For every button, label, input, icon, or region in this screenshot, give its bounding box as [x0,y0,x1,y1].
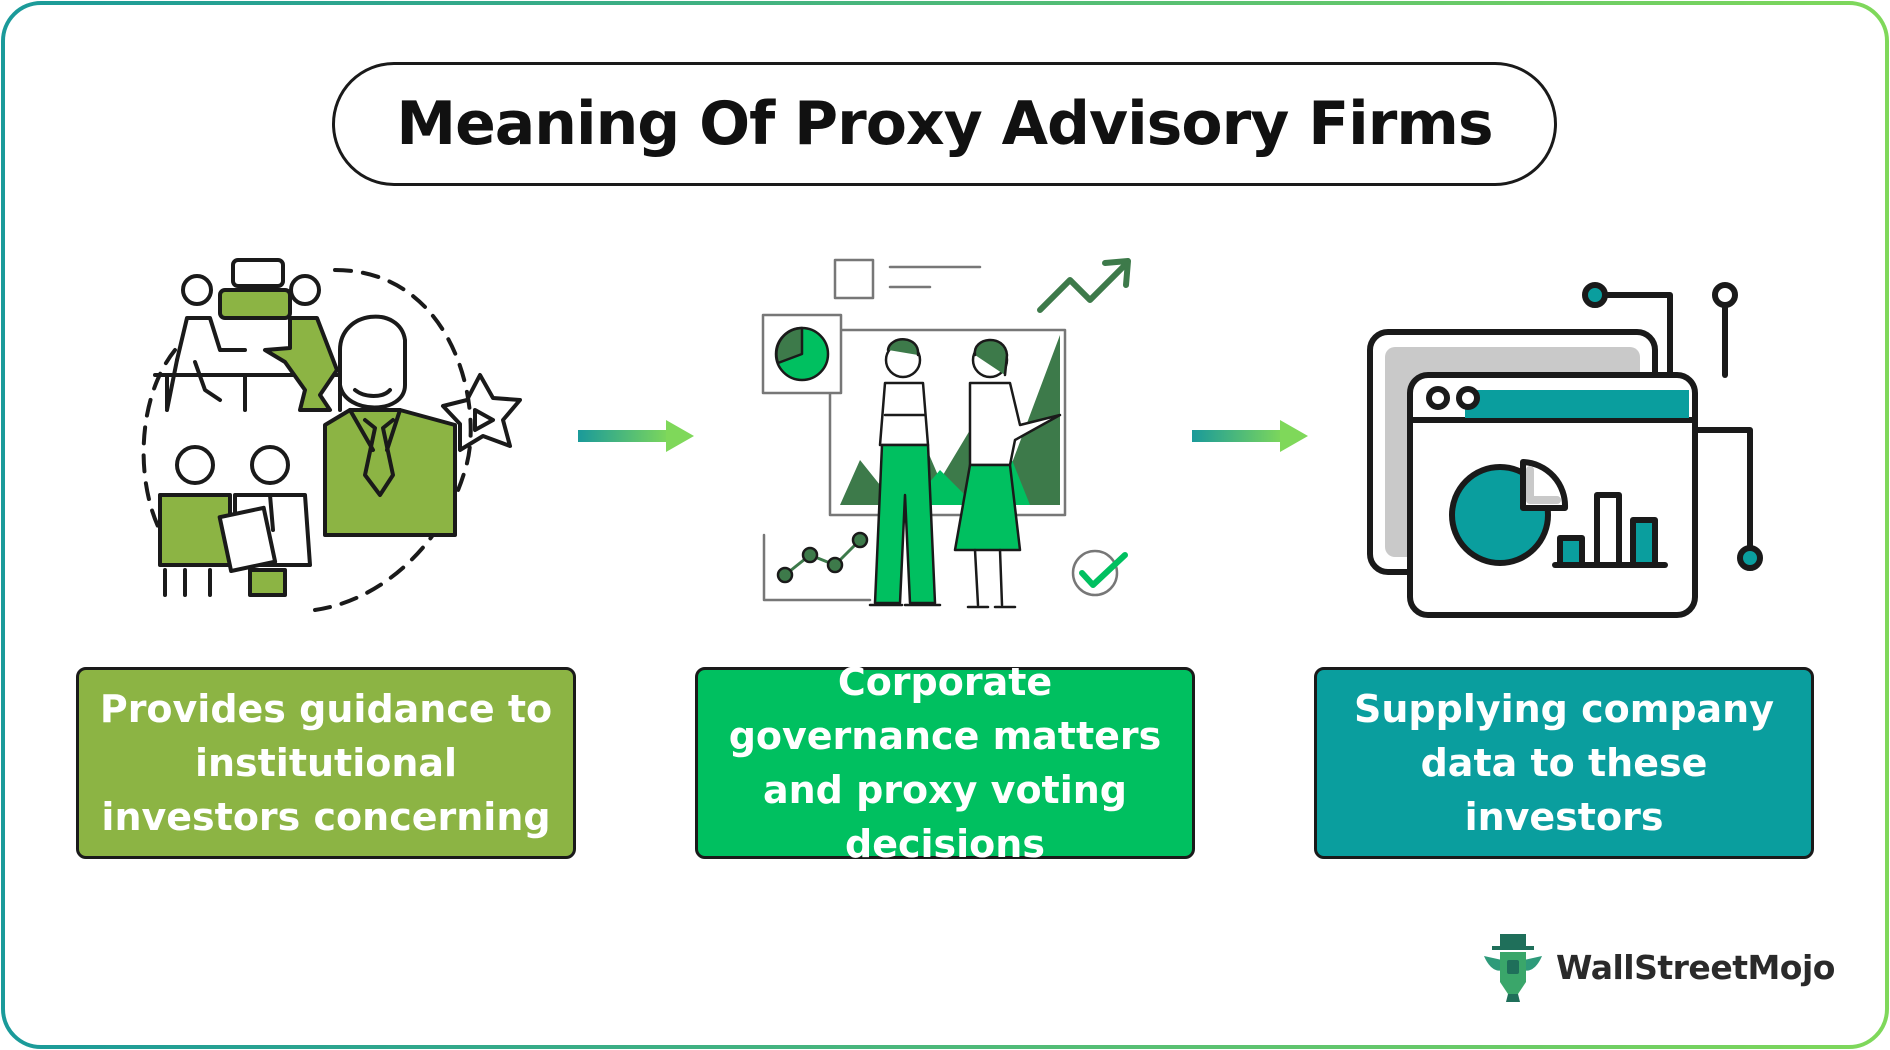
brand-logo: WallStreetMojo [1480,930,1835,1004]
title-pill: Meaning Of Proxy Advisory Firms [332,62,1557,186]
meeting-people-icon [141,258,522,612]
flow-arrow-1 [578,420,694,452]
mascot-icon [1484,934,1542,1002]
step-box-1: Provides guidance to institutional inves… [76,667,576,859]
presentation-people-icon [761,258,1131,609]
flow-arrow-2 [1192,420,1308,452]
step-text-2: Corporate governance matters and proxy v… [728,660,1162,866]
step-text-1: Provides guidance to institutional inves… [99,687,553,839]
step-box-3: Supplying company data to these investor… [1314,667,1814,859]
dashboard-windows-icon [1367,282,1763,618]
logo-text: WallStreetMojo [1556,947,1835,987]
page-title: Meaning Of Proxy Advisory Firms [396,89,1493,159]
step-box-2: Corporate governance matters and proxy v… [695,660,1195,866]
step-text-3: Supplying company data to these investor… [1353,687,1775,839]
